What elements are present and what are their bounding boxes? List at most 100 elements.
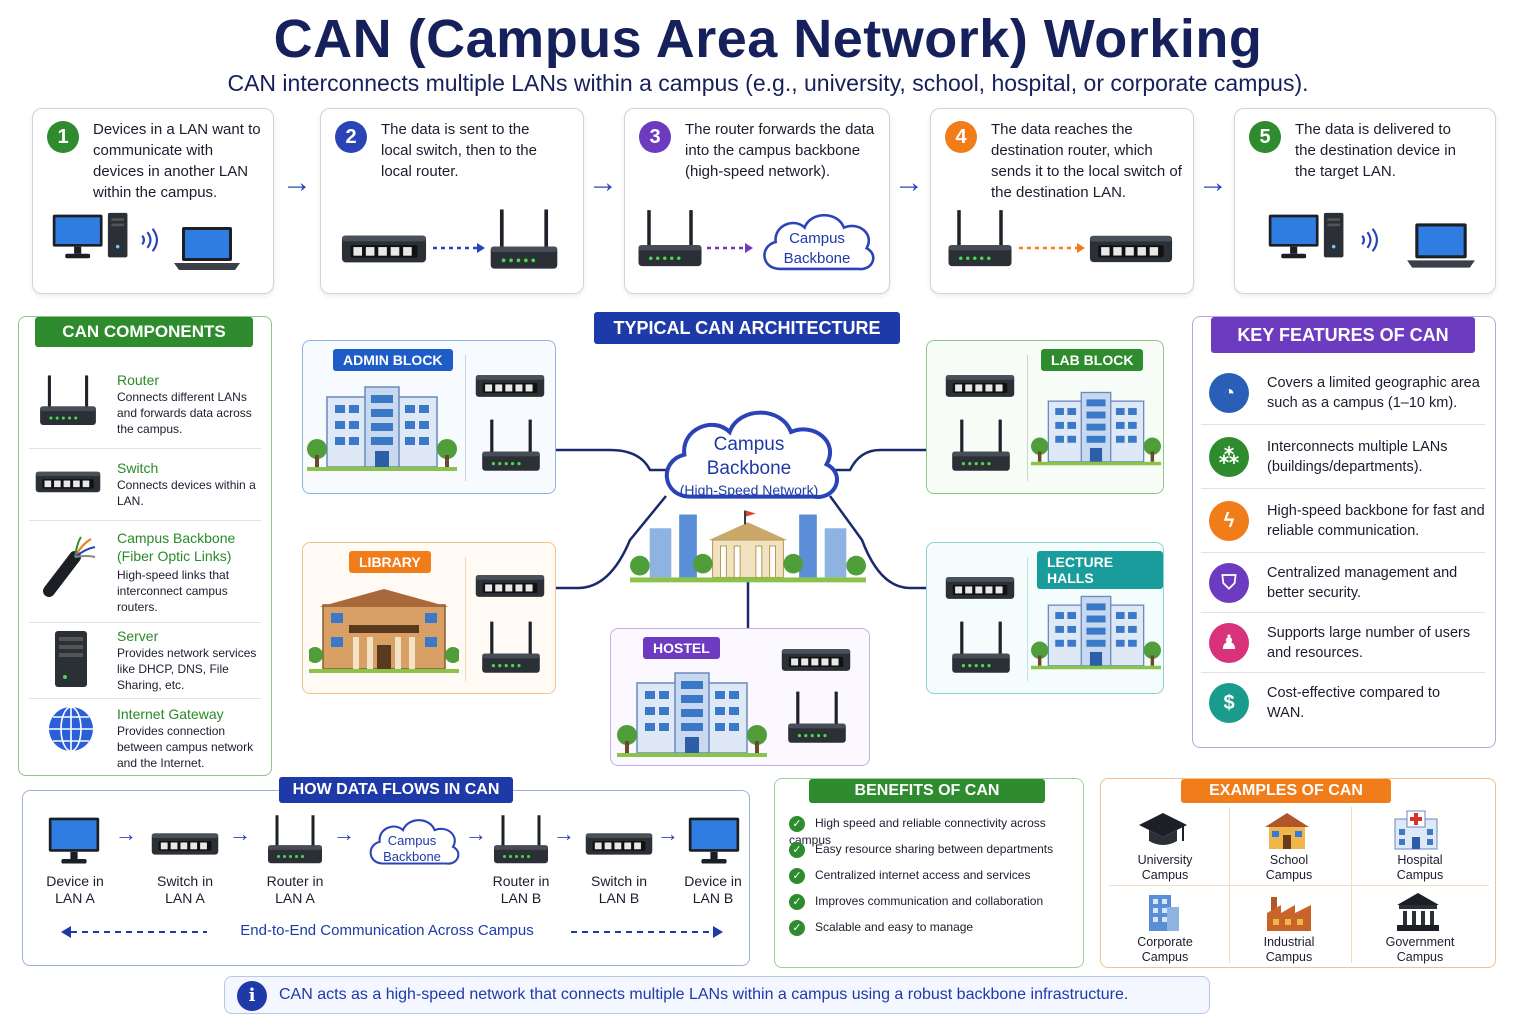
benefits-panel: BENEFITS OF CAN ✓High speed and reliable…: [774, 778, 1084, 968]
cloud-label: Campus Backbone: [783, 230, 851, 267]
examples-heading: EXAMPLES OF CAN: [1181, 779, 1391, 803]
info-icon: i: [237, 981, 267, 1011]
lightning-icon: ϟ: [1209, 501, 1249, 541]
step-number-badge: 5: [1249, 121, 1281, 153]
step-description: The router forwards the data into the ca…: [685, 121, 875, 180]
divider: [465, 355, 466, 481]
checkmark-icon: ✓: [789, 919, 805, 936]
info-note-text: CAN acts as a high-speed network that co…: [279, 986, 1129, 1003]
divider: [1027, 557, 1028, 681]
step-number-badge: 2: [335, 121, 367, 153]
government-building-icon: [1397, 893, 1439, 931]
graduation-cap-icon: [1139, 813, 1187, 845]
lecture-halls-label: LECTURE HALLS: [1037, 551, 1163, 589]
lab-block-panel: LAB BLOCK: [926, 340, 1164, 494]
step-card-1: 1 Devices in a LAN want to communicate w…: [32, 108, 274, 294]
feature-item: ϟ High-speed backbone for fast and relia…: [1201, 491, 1485, 553]
lecture-building-icon: [1031, 587, 1161, 677]
monitor-icon: [47, 815, 101, 867]
arrow-right-icon: →: [229, 821, 251, 846]
campus-backbone-cloud: Campus Backbone (High-Speed Network): [652, 396, 846, 510]
hostel-label: HOSTEL: [643, 637, 720, 659]
cloud-title: Campus: [713, 434, 785, 455]
component-server: Server Provides network services like DH…: [29, 625, 261, 699]
step-description: The data is delivered to the destination…: [1295, 121, 1456, 180]
arrow-right-icon: →: [657, 821, 679, 846]
feature-text: Cost-effective compared to WAN.: [1267, 685, 1441, 721]
office-building-icon: [1149, 895, 1179, 931]
feature-text: Interconnects multiple LANs (buildings/d…: [1267, 439, 1448, 475]
component-title: Campus Backbone (Fiber Optic Links): [117, 530, 236, 564]
step-card-5: 5 The data is delivered to the destinati…: [1234, 108, 1496, 294]
router-icon: [949, 619, 1013, 677]
router-icon: [491, 813, 551, 867]
hostel-building-icon: [617, 669, 767, 759]
step-description: The data is sent to the local switch, th…: [381, 121, 537, 180]
benefit-item: ✓Centralized internet access and service…: [789, 867, 1030, 884]
step-card-3: 3 The router forwards the data into the …: [624, 108, 890, 294]
users-icon: ♟: [1209, 623, 1249, 663]
router-icon: [265, 813, 325, 867]
arrow-right-icon: →: [333, 821, 355, 846]
switch-icon: [945, 371, 1015, 401]
switch-icon: [781, 645, 851, 675]
step-number-badge: 4: [945, 121, 977, 153]
arrow-right-icon: →: [588, 166, 618, 199]
step-number-badge: 1: [47, 121, 79, 153]
office-building-icon: [307, 383, 457, 473]
can-components-panel: CAN COMPONENTS Router Connects different…: [18, 316, 272, 776]
benefits-heading: BENEFITS OF CAN: [809, 779, 1045, 803]
arrow-right-icon: →: [894, 166, 924, 199]
lecture-halls-panel: LECTURE HALLS: [926, 542, 1164, 694]
feature-text: Covers a limited geographic area such as…: [1267, 375, 1480, 411]
benefit-item: ✓Scalable and easy to manage: [789, 919, 973, 936]
gauge-icon: ◔: [1209, 373, 1249, 413]
component-router: Router Connects different LANs and forwa…: [29, 369, 261, 449]
component-desc: Provides network services like DHCP, DNS…: [117, 646, 257, 692]
dashed-arrow-icon: [707, 243, 753, 253]
library-label: LIBRARY: [349, 551, 431, 573]
fiber-cable-icon: [43, 536, 96, 597]
feature-item: ♟ Supports large number of users and res…: [1201, 613, 1485, 673]
benefit-item: ✓Easy resource sharing between departmen…: [789, 841, 1053, 858]
feature-item: ◔ Covers a limited geographic area such …: [1201, 361, 1485, 425]
component-internet-gateway: Internet Gateway Provides connection bet…: [29, 703, 261, 775]
component-switch: Switch Connects devices within a LAN.: [29, 457, 261, 521]
dashed-arrow-icon: [433, 243, 485, 253]
router-icon: [949, 417, 1013, 475]
component-desc: Connects devices within a LAN.: [117, 478, 256, 508]
divider: [1109, 885, 1489, 886]
hospital-icon: [1394, 810, 1438, 850]
component-desc: Provides connection between campus netwo…: [117, 724, 254, 770]
architecture-heading: TYPICAL CAN ARCHITECTURE: [594, 312, 900, 344]
arrow-right-icon: →: [282, 166, 312, 199]
router-icon: [479, 417, 543, 475]
key-features-panel: KEY FEATURES OF CAN ◔ Covers a limited g…: [1192, 316, 1496, 748]
component-campus-backbone: Campus Backbone (Fiber Optic Links) High…: [29, 527, 261, 623]
router-icon: [479, 619, 543, 677]
arrow-right-icon: →: [115, 821, 137, 846]
lab-block-label: LAB BLOCK: [1041, 349, 1144, 371]
hostel-panel: HOSTEL: [610, 628, 870, 766]
feature-text: Supports large number of users and resou…: [1267, 625, 1471, 661]
arrow-right-icon: →: [553, 821, 575, 846]
switch-icon: [585, 829, 653, 859]
feature-item: ⁂ Interconnects multiple LANs (buildings…: [1201, 427, 1485, 489]
checkmark-icon: ✓: [789, 815, 805, 832]
features-heading: KEY FEATURES OF CAN: [1211, 317, 1475, 353]
components-heading: CAN COMPONENTS: [35, 317, 253, 347]
info-note: i CAN acts as a high-speed network that …: [224, 976, 1210, 1014]
